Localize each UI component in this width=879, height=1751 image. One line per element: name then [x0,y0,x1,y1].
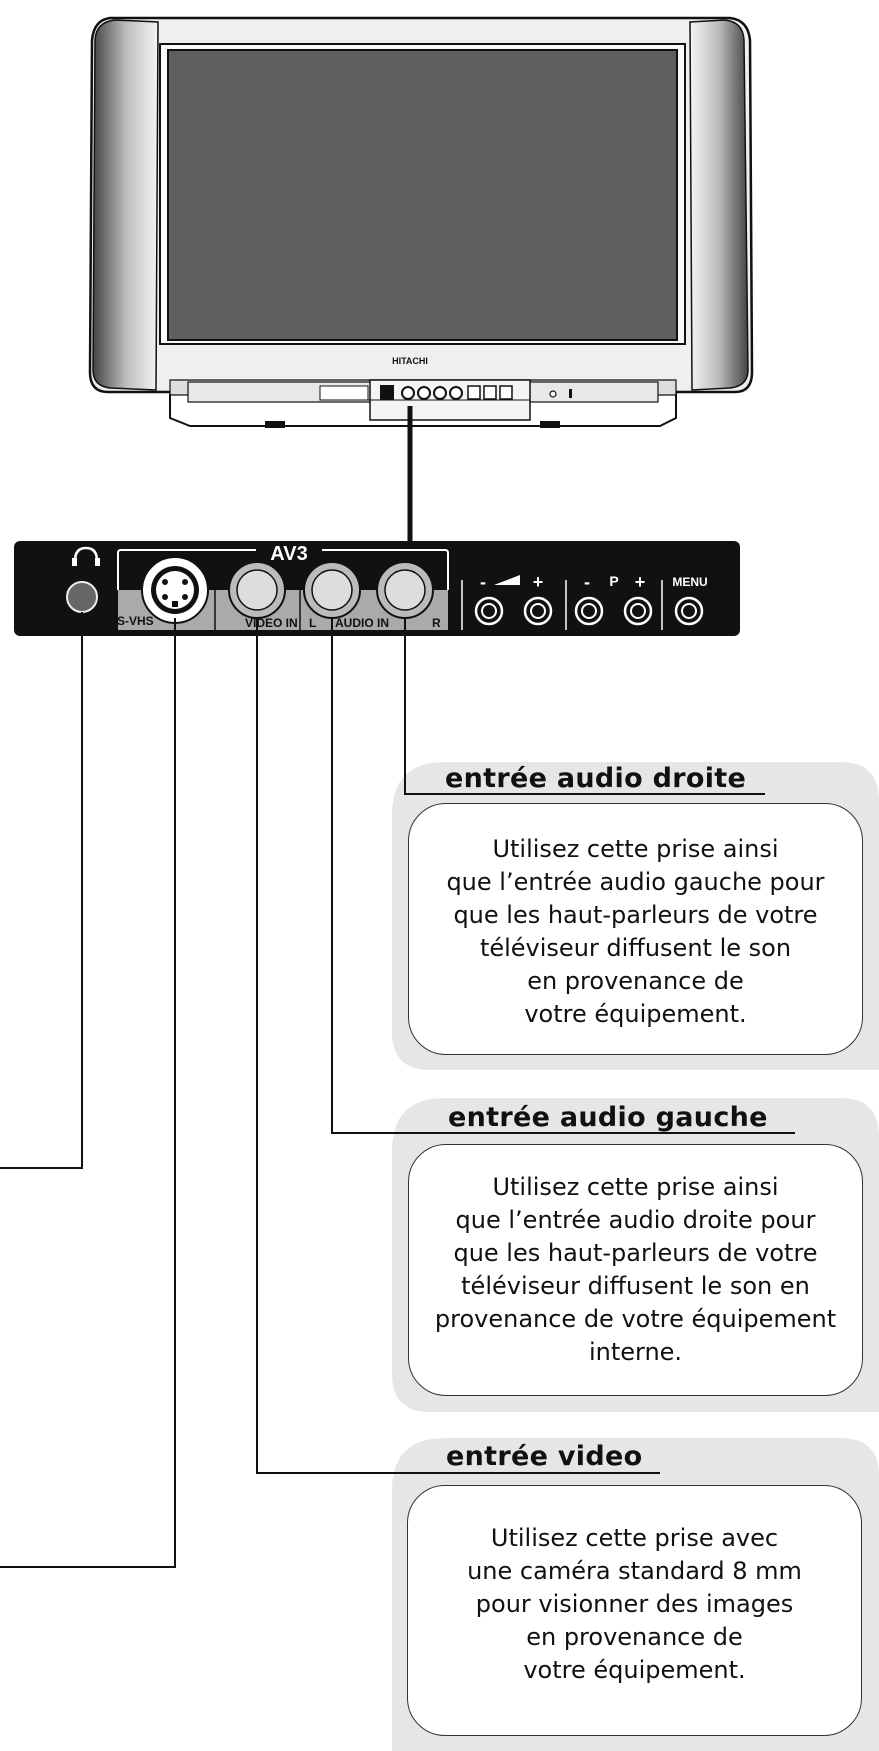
leader-svhs [0,618,176,1568]
leader-audio-right [404,618,765,795]
callout-title-video: entrée video [446,1441,643,1472]
audio-in-label: AUDIO IN [335,616,389,630]
volume-plus-label: + [533,572,544,592]
program-plus-label: + [635,572,646,592]
callout-text-video: Utilisez cette prise avec une caméra sta… [467,1524,802,1684]
television: HITACHI [88,16,754,428]
callout-box-audio-right: Utilisez cette prise ainsi que l’entrée … [408,803,863,1055]
callout-title-audio-right: entrée audio droite [445,763,747,794]
tv-screen [167,49,678,341]
volume-minus-label: - [480,572,486,592]
headphone-icon [73,546,99,562]
callout-text-audio-left: Utilisez cette prise ainsi que l’entrée … [434,1173,837,1366]
callout-box-audio-left: Utilisez cette prise ainsi que l’entrée … [408,1144,863,1396]
tv-brand: HITACHI [392,356,428,366]
audio-right-label: R [432,616,441,630]
program-minus-label: - [584,572,590,592]
callout-box-video: Utilisez cette prise avec une caméra sta… [407,1485,862,1736]
volume-icon [494,575,520,585]
leader-headphone [0,612,83,1169]
leader-video [256,618,660,1474]
callout-text-audio-right: Utilisez cette prise ainsi que l’entrée … [446,835,825,1028]
leader-audio-left [331,618,795,1134]
side-panel: AV3 S-VHS VIDEO IN L AUDIO IN R - [14,541,740,636]
callout-title-audio-left: entrée audio gauche [448,1102,768,1133]
video-in-label: VIDEO IN [245,616,298,630]
menu-label: MENU [672,575,707,589]
leader-lines [0,612,795,1568]
av3-label: AV3 [270,543,307,565]
program-label: P [609,573,618,589]
headphone-jack [66,581,98,613]
svhs-label: S-VHS [117,614,154,628]
audio-left-label: L [309,616,316,630]
